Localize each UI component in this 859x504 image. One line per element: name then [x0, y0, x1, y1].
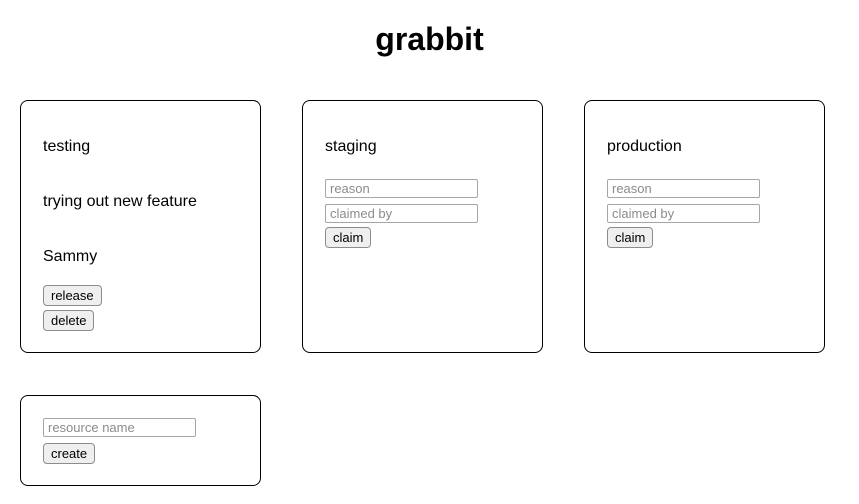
claim-button[interactable]: claim — [325, 227, 372, 248]
resource-card-production: production claim — [584, 100, 825, 353]
release-button[interactable]: release — [43, 285, 102, 306]
resource-cards-row: testing trying out new feature Sammy rel… — [20, 100, 859, 353]
resource-name: production — [607, 138, 682, 155]
delete-button-row: delete — [43, 310, 238, 331]
claimed-by-input[interactable] — [607, 204, 760, 223]
resource-name-input-row — [43, 418, 238, 437]
claim-button-row: claim — [607, 227, 802, 248]
release-button-row: release — [43, 285, 238, 306]
resource-name-input[interactable] — [43, 418, 196, 437]
resource-name: staging — [325, 138, 377, 155]
resource-card-staging: staging claim — [302, 100, 543, 353]
resource-card-testing: testing trying out new feature Sammy rel… — [20, 100, 261, 353]
claimed-by-input[interactable] — [325, 204, 478, 223]
reason-input-row — [607, 179, 802, 198]
reason-input[interactable] — [325, 179, 478, 198]
claimed-by-text: Sammy — [43, 248, 98, 265]
reason-input-row — [325, 179, 520, 198]
create-button[interactable]: create — [43, 443, 96, 464]
create-resource-card: create — [20, 395, 261, 486]
create-button-row: create — [43, 443, 238, 464]
claim-button-row: claim — [325, 227, 520, 248]
resource-name: testing — [43, 138, 91, 155]
reason-input[interactable] — [607, 179, 760, 198]
delete-button[interactable]: delete — [43, 310, 95, 331]
claim-reason-text: trying out new feature — [43, 193, 197, 210]
claimed-by-input-row — [325, 204, 520, 223]
claimed-by-input-row — [607, 204, 802, 223]
claim-button[interactable]: claim — [607, 227, 654, 248]
page-title: grabbit — [375, 21, 484, 57]
